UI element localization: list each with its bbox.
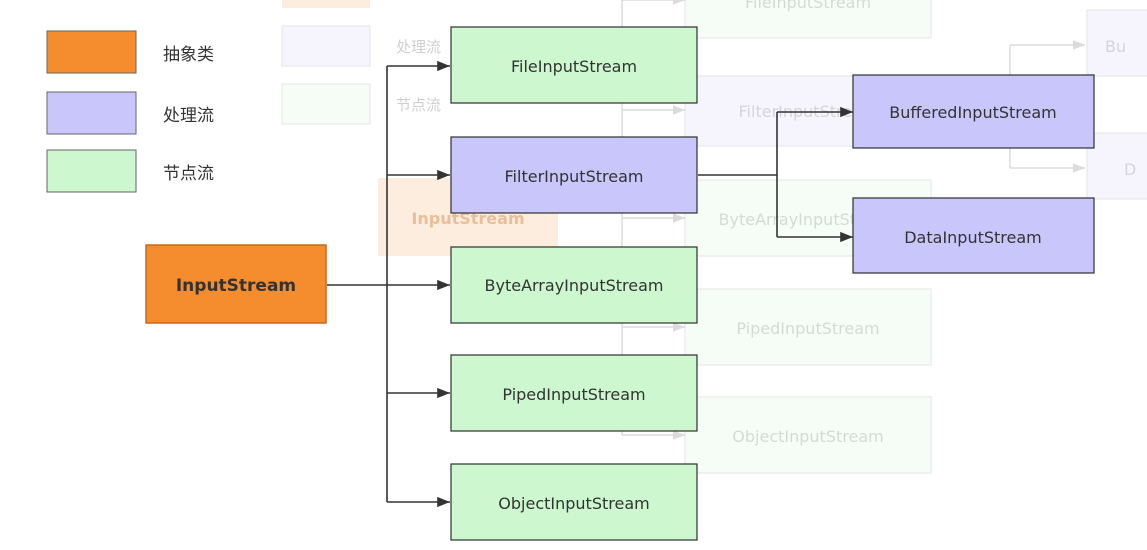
node-box-filter-stream bbox=[852, 74, 1095, 149]
legend-label-abstract: 抽象类 bbox=[163, 45, 214, 65]
node-label: FileInputStream bbox=[511, 57, 637, 76]
legend-label-filter: 处理流 bbox=[163, 106, 214, 126]
legend: 抽象类 处理流 节点流 bbox=[46, 30, 214, 193]
node-box-abstract bbox=[145, 244, 327, 324]
node-datainputstream: DataInputStream bbox=[852, 197, 1095, 274]
ghost-partial-label: Bu bbox=[1105, 37, 1126, 56]
ghost-child-box bbox=[684, 396, 932, 474]
node-inputstream: InputStream bbox=[145, 244, 327, 324]
node-label: FilterInputStream bbox=[505, 167, 644, 186]
ghost-partial-box bbox=[1086, 132, 1147, 200]
node-label: InputStream bbox=[176, 276, 296, 296]
node-pipedinputstream: PipedInputStream bbox=[450, 354, 698, 432]
legend-item-abstract: 抽象类 bbox=[46, 30, 214, 74]
legend-label-node: 节点流 bbox=[163, 164, 214, 184]
ghost-legend-label-filter: 处理流 bbox=[396, 38, 441, 56]
edges bbox=[327, 60, 853, 508]
node-box-filter-stream bbox=[852, 197, 1095, 274]
ghost-legend-label-node: 节点流 bbox=[396, 96, 441, 114]
ghost-child-label: PipedInputStream bbox=[736, 319, 879, 338]
legend-swatch-filter bbox=[46, 91, 137, 135]
ghost-root-label: InputStream bbox=[411, 209, 524, 228]
node-bytearrayinputstream: ByteArrayInputStream bbox=[450, 246, 698, 324]
node-box-node-stream bbox=[450, 246, 698, 324]
node-box-node-stream bbox=[450, 354, 698, 432]
ghost-child-label: ObjectInputStream bbox=[732, 427, 883, 446]
ghost-child-box bbox=[684, 0, 932, 39]
ghost-legend-swatch-filter bbox=[281, 25, 371, 67]
ghost-legend-swatch-node bbox=[281, 83, 371, 125]
node-objectinputstream: ObjectInputStream bbox=[450, 463, 698, 541]
node-bufferedinputstream: BufferedInputStream bbox=[852, 74, 1095, 149]
node-box-filter-stream bbox=[450, 136, 698, 214]
legend-swatch-node bbox=[46, 149, 137, 193]
node-fileinputstream: FileInputStream bbox=[450, 26, 698, 104]
ghost-legend-swatch-abstract bbox=[282, 0, 370, 8]
node-label: DataInputStream bbox=[904, 228, 1042, 247]
node-label: PipedInputStream bbox=[502, 385, 645, 404]
ghost-child-label: FileInputStream bbox=[745, 0, 871, 12]
node-label: ByteArrayInputStream bbox=[485, 276, 664, 295]
ghost-child-box bbox=[684, 288, 932, 366]
legend-item-node: 节点流 bbox=[46, 149, 214, 193]
node-label: BufferedInputStream bbox=[889, 103, 1057, 122]
legend-swatch-abstract bbox=[46, 30, 137, 74]
node-label: ObjectInputStream bbox=[498, 494, 649, 513]
ghost-partial-label: D bbox=[1124, 160, 1136, 179]
node-box-node-stream bbox=[450, 463, 698, 541]
node-filterinputstream: FilterInputStream bbox=[450, 136, 698, 214]
ghost-partial-box bbox=[1086, 9, 1147, 77]
legend-item-filter: 处理流 bbox=[46, 91, 214, 135]
node-box-node-stream bbox=[450, 26, 698, 104]
